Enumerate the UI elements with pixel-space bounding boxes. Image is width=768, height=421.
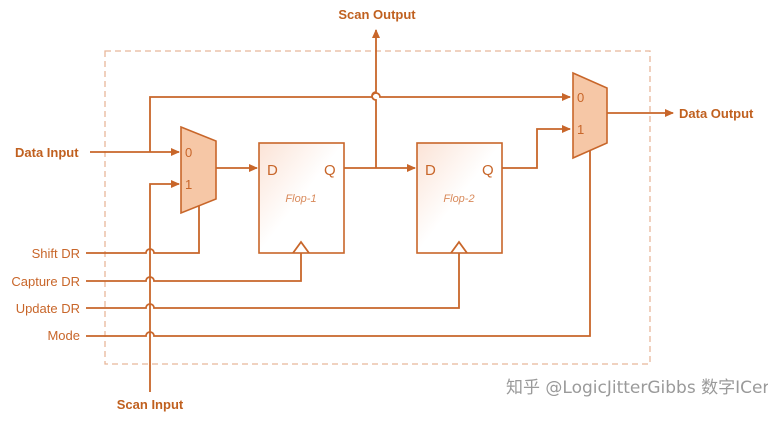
mode-wire [86,151,591,337]
flop1-name: Flop-1 [285,193,316,205]
flop1-d-label: D [267,162,278,179]
mux2-in1-label: 1 [577,122,584,137]
update-dr-label: Update DR [16,301,80,316]
flop2-clock-icon [450,240,468,254]
flop2-q-wire [502,125,571,169]
scan-input-label: Scan Input [117,397,184,412]
cell-boundary [104,50,651,365]
flop2-d-label: D [425,162,436,179]
scan-output-wire [371,29,380,168]
flop1 [258,142,345,254]
data-output-label: Data Output [679,106,754,121]
mux1 [180,125,217,215]
bypass-wire [149,92,571,152]
flop2-name: Flop-2 [443,193,474,205]
watermark: 知乎 @LogicJitterGibbs 数字ICer [506,378,768,398]
scan-output-label: Scan Output [338,7,416,22]
flop2-q-label: Q [482,162,494,179]
capture-dr-label: Capture DR [11,274,80,289]
flop2 [416,142,503,254]
data-input-label: Data Input [15,145,79,160]
mux1-in0-label: 0 [185,145,192,160]
mux2-in0-label: 0 [577,90,584,105]
shift-dr-label: Shift DR [32,246,80,261]
flop1-clock-icon [292,240,310,254]
mux2 [572,71,608,160]
shift-dr-wire [86,206,200,254]
mux1-in1-label: 1 [185,177,192,192]
capture-dr-wire [86,253,302,282]
flop1-q-label: Q [324,162,336,179]
mode-label: Mode [47,328,80,343]
scan-input-wire [149,180,180,392]
update-dr-wire [86,253,460,309]
